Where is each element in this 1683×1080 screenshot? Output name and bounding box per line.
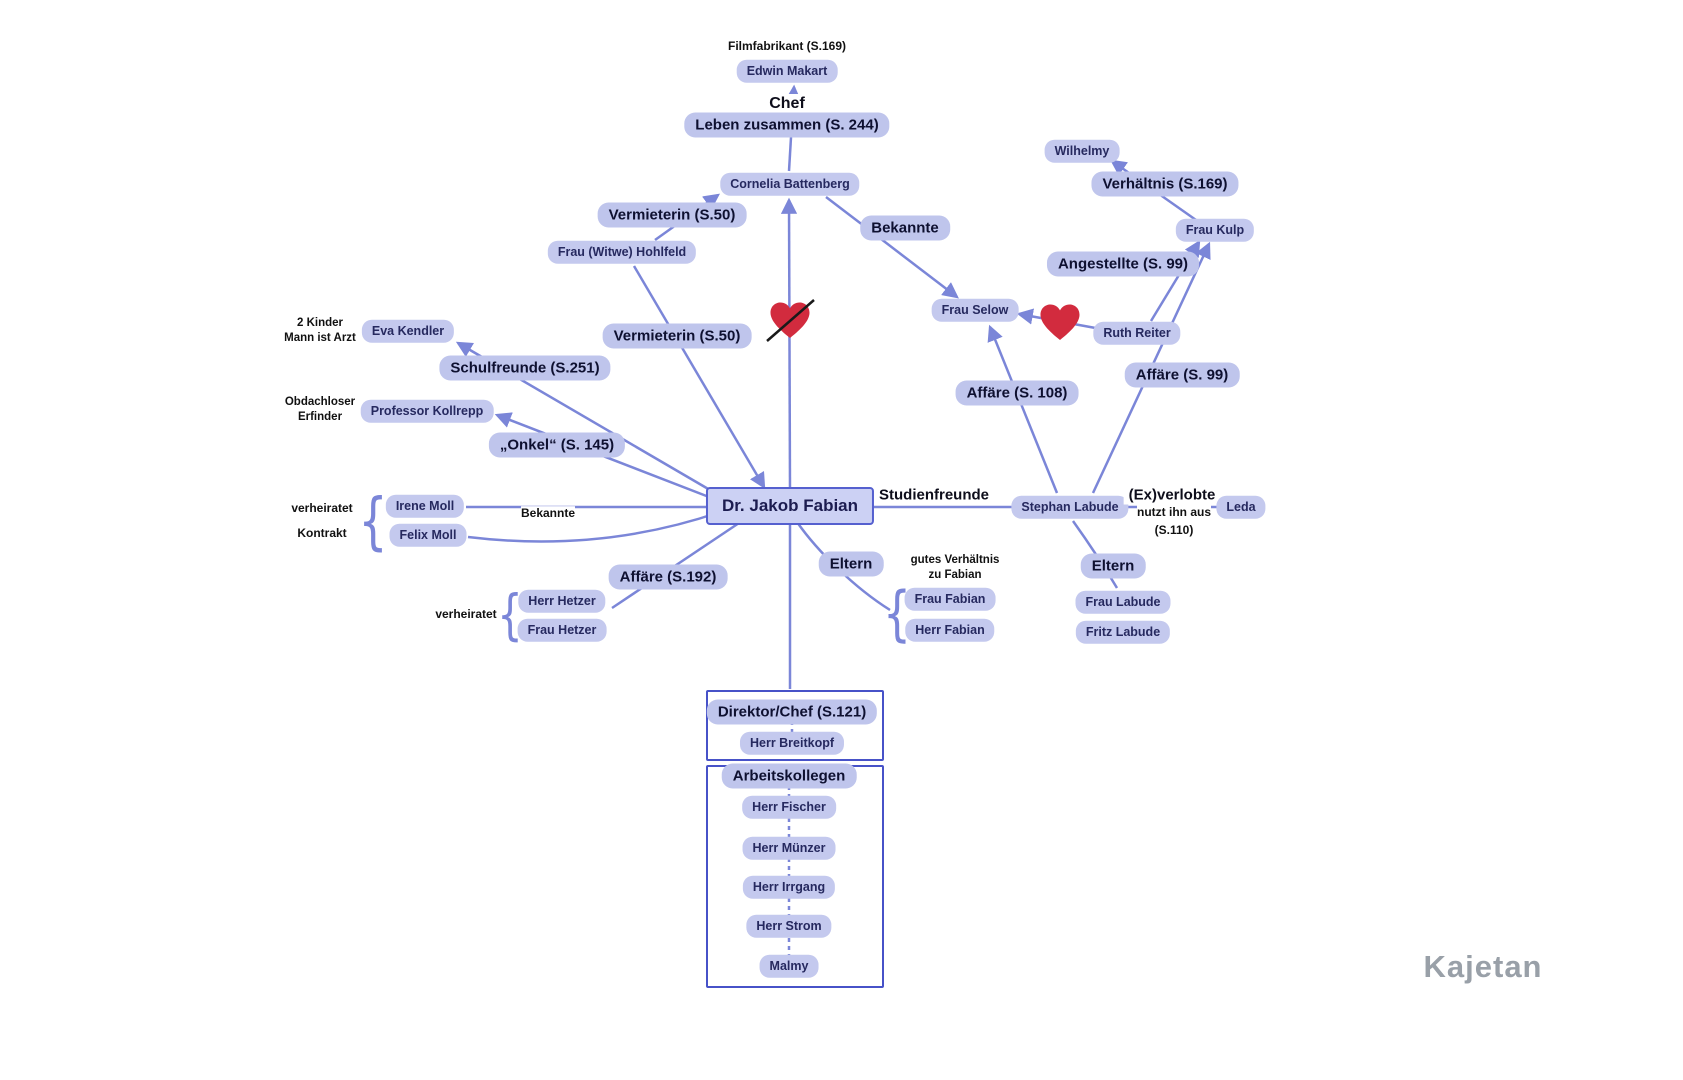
edge-label-direktor-chef: Direktor/Chef (S.121) bbox=[706, 699, 878, 725]
node-frau-kulp: Frau Kulp bbox=[1175, 218, 1255, 242]
edge-label-angestellte: Angestellte (S. 99) bbox=[1046, 251, 1200, 277]
note-verheiratet-moll: verheiratet bbox=[291, 501, 353, 517]
edge-label-chef: Chef bbox=[764, 94, 810, 114]
note-kontrakt: Kontrakt bbox=[297, 526, 347, 542]
node-wilhelmy: Wilhelmy bbox=[1044, 139, 1120, 163]
moll-couple-brace: { bbox=[358, 484, 388, 558]
node-frau-labude: Frau Labude bbox=[1075, 590, 1171, 614]
node-frau-hetzer: Frau Hetzer bbox=[517, 618, 607, 642]
node-herr-fabian: Herr Fabian bbox=[905, 618, 995, 642]
node-herr-hetzer: Herr Hetzer bbox=[518, 589, 606, 613]
node-frau-selow: Frau Selow bbox=[931, 298, 1019, 322]
note-gutes-line2: zu Fabian bbox=[928, 569, 982, 581]
edge-label-studienfreunde: Studienfreunde bbox=[873, 485, 995, 505]
edge-label-bekannte-moll: Bekannte bbox=[520, 506, 576, 522]
edge-label-onkel: „Onkel“ (S. 145) bbox=[488, 432, 626, 458]
node-stephan-labude: Stephan Labude bbox=[1011, 495, 1129, 519]
note-obdachlos-line2: Erfinder bbox=[297, 411, 343, 423]
note-kinder-line1: 2 Kinder bbox=[296, 317, 343, 330]
direktor-group-box bbox=[706, 690, 884, 761]
edge-fabian-felix-moll bbox=[467, 510, 721, 543]
node-professor-kollrepp: Professor Kollrepp bbox=[360, 399, 494, 423]
edge-label-eltern-fabian: Eltern bbox=[818, 551, 884, 577]
edge-label-schulfreunde: Schulfreunde (S.251) bbox=[439, 355, 611, 381]
edge-label-affaere-108: Affäre (S. 108) bbox=[955, 380, 1079, 406]
node-irene-moll: Irene Moll bbox=[385, 494, 465, 518]
note-filmfabrikant: Filmfabrikant (S.169) bbox=[727, 39, 847, 55]
node-herr-breitkopf: Herr Breitkopf bbox=[739, 731, 845, 755]
node-cornelia-battenberg: Cornelia Battenberg bbox=[720, 172, 860, 196]
edge-cornelia-selow bbox=[825, 196, 959, 299]
node-malmy: Malmy bbox=[759, 954, 819, 978]
group-label-arbeitskollegen: Arbeitskollegen bbox=[721, 763, 857, 789]
edge-label-eltern-labude: Eltern bbox=[1080, 553, 1146, 579]
note-gutes-verhaeltnis: gutes Verhältnis zu Fabian bbox=[910, 553, 1000, 583]
note-verheiratet-hetzer: verheiratet bbox=[435, 607, 497, 623]
edge-label-nutzt-ihn-aus: nutzt ihn aus bbox=[1137, 505, 1211, 521]
edge-label-ex-verlobte: (Ex)verlobte bbox=[1123, 485, 1221, 505]
node-ruth-reiter: Ruth Reiter bbox=[1093, 321, 1181, 345]
heart-icon bbox=[1040, 304, 1080, 340]
note-gutes-line1: gutes Verhältnis bbox=[910, 554, 1000, 567]
note-eva-kendler: 2 Kinder Mann ist Arzt bbox=[284, 316, 356, 346]
edge-labude-selow bbox=[987, 324, 1059, 494]
node-frau-hohlfeld: Frau (Witwe) Hohlfeld bbox=[547, 240, 697, 264]
edge-label-s110: (S.110) bbox=[1154, 523, 1194, 539]
node-leda: Leda bbox=[1216, 495, 1266, 519]
edge-label-leben-zusammen: Leben zusammen (S. 244) bbox=[684, 112, 890, 138]
node-herr-muenzer: Herr Münzer bbox=[742, 836, 836, 860]
heart-slash-icon bbox=[766, 299, 815, 342]
edge-label-vermieterin-cornelia: Vermieterin (S.50) bbox=[597, 202, 747, 228]
edge-hohlfeld-fabian bbox=[632, 265, 766, 490]
edge-fabian-cornelia bbox=[780, 197, 798, 491]
edge-label-verhaeltnis: Verhältnis (S.169) bbox=[1091, 171, 1239, 197]
edge-fabian-kollrepp bbox=[494, 412, 723, 504]
node-edwin-makart: Edwin Makart bbox=[736, 59, 838, 83]
edge-label-affaere-192: Affäre (S.192) bbox=[608, 564, 728, 590]
node-fritz-labude: Fritz Labude bbox=[1075, 620, 1171, 644]
node-eva-kendler: Eva Kendler bbox=[361, 319, 455, 343]
watermark-kajetan: Kajetan bbox=[1423, 949, 1543, 984]
node-dr-jakob-fabian: Dr. Jakob Fabian bbox=[705, 487, 875, 525]
node-herr-irrgang: Herr Irrgang bbox=[742, 875, 836, 899]
node-frau-fabian: Frau Fabian bbox=[904, 587, 996, 611]
note-obdachlos-line1: Obdachloser bbox=[284, 396, 356, 409]
note-kinder-line2: Mann ist Arzt bbox=[284, 332, 356, 344]
note-kollrepp: Obdachloser Erfinder bbox=[284, 395, 356, 425]
edge-label-bekannte: Bekannte bbox=[860, 215, 950, 241]
node-felix-moll: Felix Moll bbox=[389, 523, 467, 547]
edge-label-affaere-99: Affäre (S. 99) bbox=[1124, 362, 1240, 388]
node-herr-fischer: Herr Fischer bbox=[742, 795, 836, 819]
edge-label-vermieterin-fabian: Vermieterin (S.50) bbox=[602, 323, 752, 349]
node-herr-strom: Herr Strom bbox=[746, 914, 832, 938]
